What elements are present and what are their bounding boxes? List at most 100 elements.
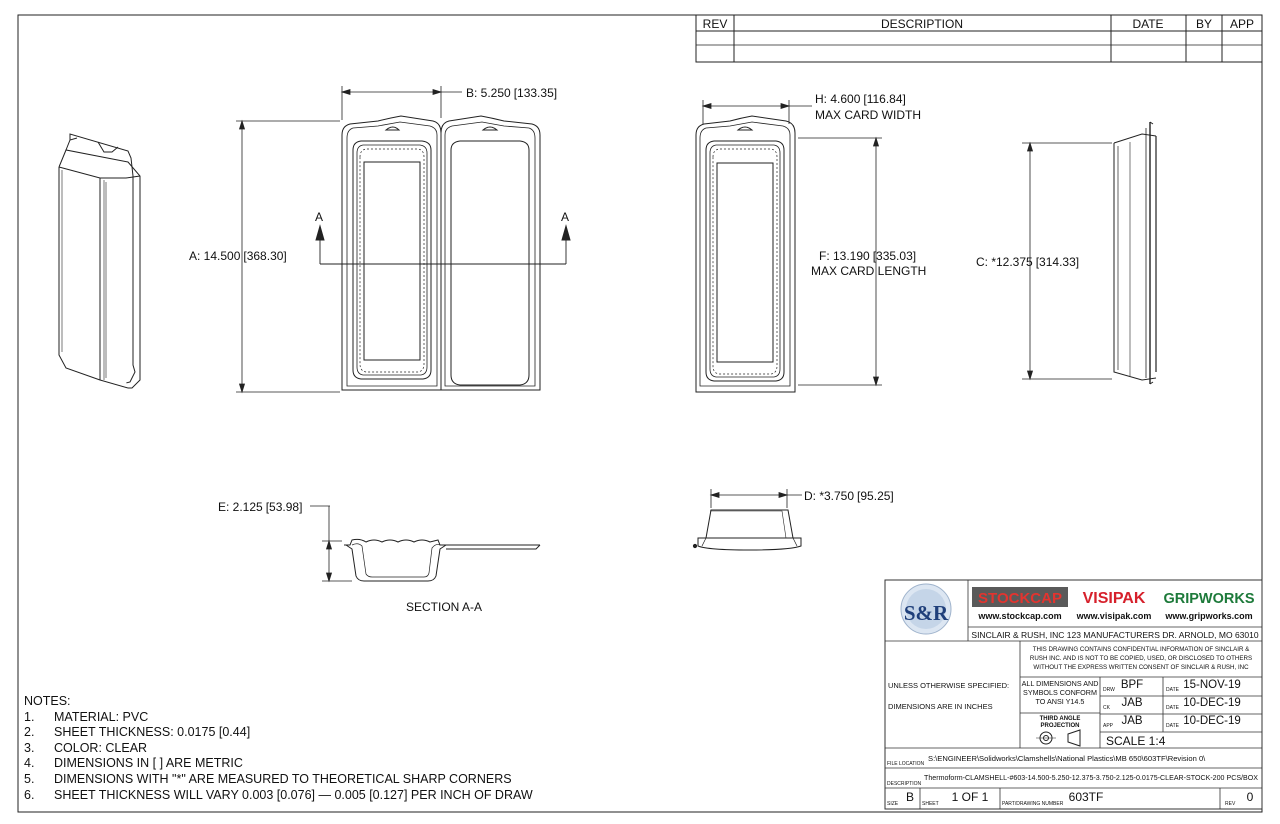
date-header: DATE <box>1132 17 1163 31</box>
dimension-c-label: C: *12.375[314.33] <box>976 255 1079 269</box>
app-date: 10-DEC-19 <box>1183 715 1241 727</box>
section-marker-left: A <box>315 210 323 224</box>
brand-visipak: VISIPAK www.visipak.com <box>1076 590 1152 621</box>
rev-header: REV <box>703 17 728 31</box>
size-label: SIZE <box>887 801 899 807</box>
dimension-f-caption: MAX CARD LENGTH <box>811 264 926 278</box>
by-header: BY <box>1196 17 1212 31</box>
dimension-e <box>310 505 352 583</box>
description-header: DESCRIPTION <box>881 17 963 31</box>
confidential-line-3: WITHOUT THE EXPRESS WRITTEN CONSENT OF S… <box>1033 664 1249 671</box>
note-number: 6. <box>24 787 35 802</box>
note-text: COLOR: CLEAR <box>54 740 148 755</box>
dimension-d-label: D: *3.750[95.25] <box>804 489 894 503</box>
brand-gripworks: GRIPWORKS www.gripworks.com <box>1163 591 1254 621</box>
third-angle-projection-icon <box>1036 729 1081 747</box>
section-marker-right: A <box>561 210 569 224</box>
note-number: 1. <box>24 709 35 724</box>
section-a-a-view <box>344 538 541 582</box>
visipak-url: www.visipak.com <box>1076 611 1152 621</box>
note-number: 5. <box>24 771 35 786</box>
note-text: SHEET THICKNESS WILL VARY 0.003 [0.076] … <box>54 787 533 802</box>
brand-stockcap: STOCKCAP www.stockcap.com <box>972 587 1068 621</box>
end-view <box>692 509 802 551</box>
dimension-b <box>340 86 462 120</box>
drw-label: DRW <box>1103 687 1115 693</box>
front-view <box>315 115 571 391</box>
app-label: APP <box>1103 723 1114 729</box>
app-header: APP <box>1230 17 1254 31</box>
gripworks-logo-text: GRIPWORKS <box>1163 591 1254 607</box>
unless-specified: UNLESS OTHERWISE SPECIFIED: <box>888 681 1009 690</box>
dimension-b-label: B: 5.250[133.35] <box>466 86 557 100</box>
dimension-a <box>236 119 340 394</box>
note-number: 2. <box>24 725 35 740</box>
note-text: DIMENSIONS WITH "*" ARE MEASURED TO THEO… <box>54 771 512 786</box>
size-value: B <box>906 790 914 804</box>
file-location-label: FILE LOCATION <box>887 761 925 767</box>
drw-value: BPF <box>1121 679 1143 691</box>
sr-logo: S&R <box>900 583 952 635</box>
note-item: 6. SHEET THICKNESS WILL VARY 0.003 [0.076… <box>24 788 533 804</box>
chk-label: CK <box>1103 705 1111 711</box>
part-label: PART/DRAWING NUMBER <box>1002 801 1064 807</box>
rev-value: 0 <box>1247 790 1254 804</box>
note-item: 2. SHEET THICKNESS: 0.0175 [0.44] <box>24 725 533 741</box>
section-label: SECTION A-A <box>406 600 482 614</box>
drw-date-label: DATE <box>1166 687 1180 693</box>
file-location: S:\ENGINEER\Solidworks\Clamshells\Nation… <box>928 754 1206 763</box>
dimension-h-caption: MAX CARD WIDTH <box>815 108 921 122</box>
ansi-line-1: ALL DIMENSIONS AND <box>1022 679 1099 688</box>
dimension-a-label: A: 14.500[368.30] <box>189 249 287 263</box>
scale-value: SCALE 1:4 <box>1106 734 1166 748</box>
stockcap-url: www.stockcap.com <box>977 611 1061 621</box>
note-text: MATERIAL: PVC <box>54 709 149 724</box>
gripworks-url: www.gripworks.com <box>1164 611 1252 621</box>
company-line: SINCLAIR & RUSH, INC 123 MANUFACTURERS D… <box>971 630 1258 640</box>
dims-in-inches: DIMENSIONS ARE IN INCHES <box>888 702 993 711</box>
note-item: 5. DIMENSIONS WITH "*" ARE MEASURED TO TH… <box>24 772 533 788</box>
rev-label: REV <box>1225 801 1236 807</box>
dimension-h <box>701 100 812 124</box>
visipak-logo-text: VISIPAK <box>1083 590 1146 607</box>
note-number: 4. <box>24 756 35 771</box>
note-number: 3. <box>24 740 35 755</box>
dimension-c <box>1022 141 1112 381</box>
description-label: DESCRIPTION <box>887 781 922 787</box>
card-view <box>695 115 796 393</box>
note-item: 3. COLOR: CLEAR <box>24 741 533 757</box>
sr-logo-text: S&R <box>904 601 949 625</box>
confidential-line-2: RUSH INC. AND IS NOT TO BE COPIED, USED,… <box>1030 655 1252 662</box>
isometric-view <box>58 133 141 389</box>
dimension-d <box>709 489 802 508</box>
ansi-line-3: TO ANSI Y14.5 <box>1036 697 1085 706</box>
side-profile-view <box>1113 121 1157 385</box>
projection-line-2: PROJECTION <box>1040 723 1079 729</box>
ansi-line-2: SYMBOLS CONFORM <box>1023 688 1097 697</box>
title-block <box>884 579 1263 810</box>
note-item: 4. DIMENSIONS IN [ ] ARE METRIC <box>24 756 533 772</box>
app-date-label: DATE <box>1166 723 1180 729</box>
description-value: Thermoform-CLAMSHELL-#603-14.500-5.250-1… <box>924 775 1258 782</box>
dimension-f <box>798 136 882 387</box>
chk-value: JAB <box>1121 697 1142 709</box>
confidential-line-1: THIS DRAWING CONTAINS CONFIDENTIAL INFOR… <box>1033 646 1250 653</box>
sheet-border <box>17 14 1263 813</box>
app-value: JAB <box>1121 715 1142 727</box>
note-text: SHEET THICKNESS: 0.0175 [0.44] <box>54 725 251 740</box>
dimension-h-label: H: 4.600[116.84] <box>815 92 906 106</box>
part-number: 603TF <box>1069 790 1104 804</box>
sheet-label: SHEET <box>922 801 939 807</box>
notes-block: NOTES: 1. MATERIAL: PVC 2. SHEET THICKNESS… <box>24 694 533 803</box>
note-item: 1. MATERIAL: PVC <box>24 710 533 726</box>
projection-line-1: THIRD ANGLE <box>1040 716 1081 722</box>
notes-title: NOTES: <box>24 694 71 708</box>
dimension-e-label: E: 2.125[53.98] <box>218 500 302 514</box>
chk-date-label: DATE <box>1166 705 1180 711</box>
chk-date: 10-DEC-19 <box>1183 697 1241 709</box>
drw-date: 15-NOV-19 <box>1183 679 1241 691</box>
dimension-f-label: F: 13.190[335.03] <box>819 249 916 263</box>
note-text: DIMENSIONS IN [ ] ARE METRIC <box>54 756 243 771</box>
stockcap-logo-text: STOCKCAP <box>978 590 1062 607</box>
